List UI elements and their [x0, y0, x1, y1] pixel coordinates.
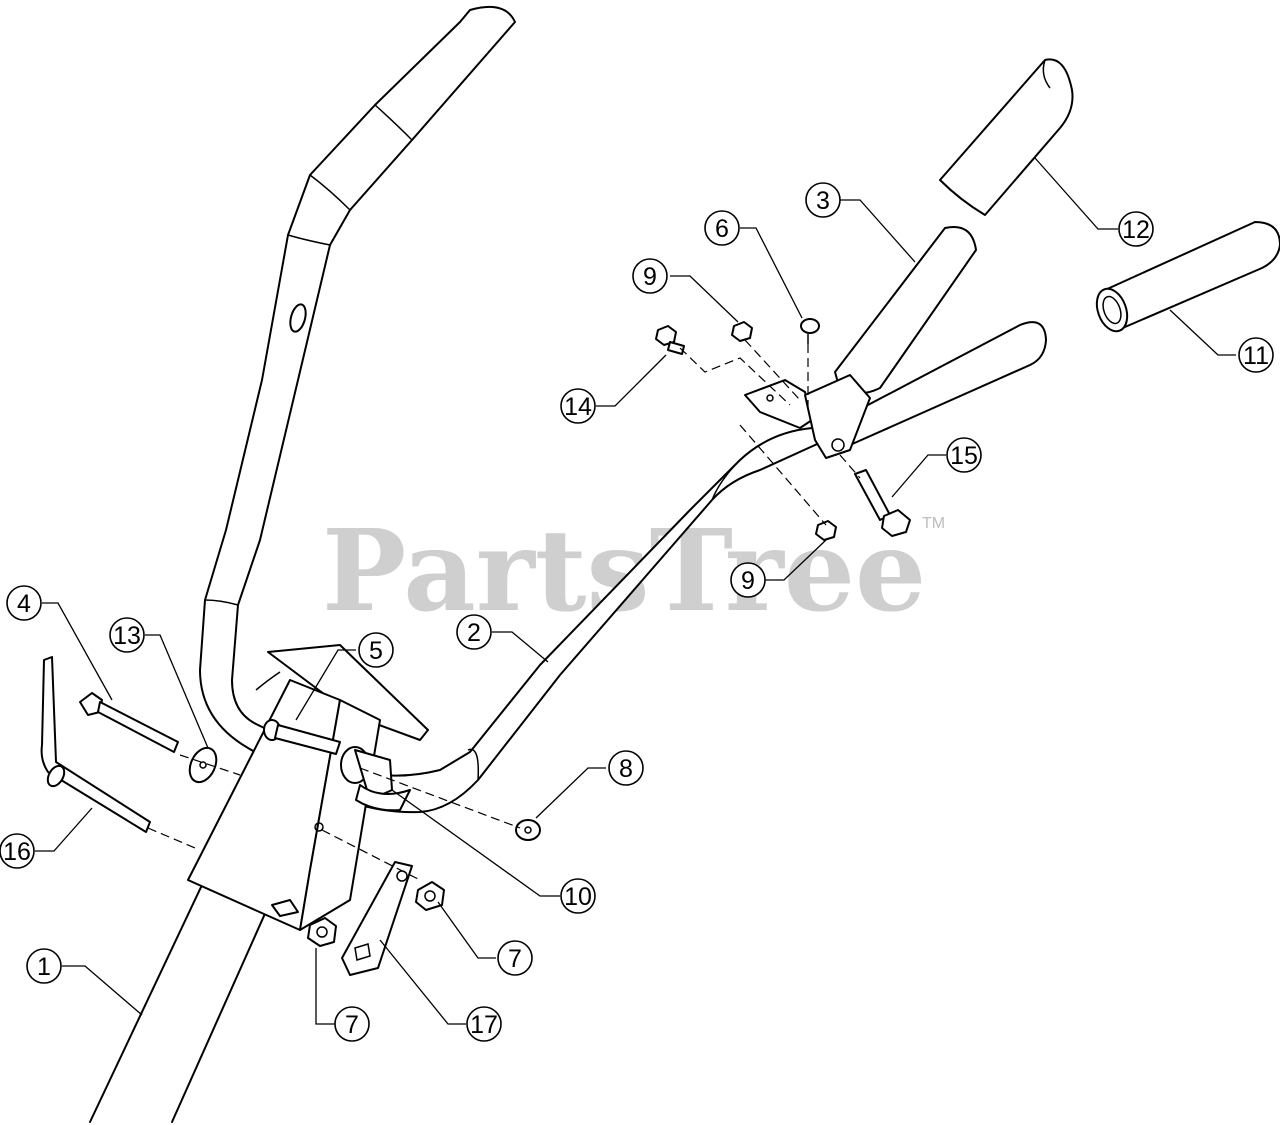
svg-text:10: 10 [564, 883, 592, 911]
callout-1: 1 [26, 948, 62, 984]
callout-17: 17 [466, 1006, 502, 1042]
part-9-nut-b [815, 520, 837, 541]
svg-text:1: 1 [37, 953, 51, 981]
callout-14: 14 [560, 388, 596, 424]
callout-16: 16 [0, 833, 35, 869]
part-6-screw [800, 318, 820, 344]
svg-text:9: 9 [741, 567, 755, 595]
svg-text:7: 7 [345, 1011, 359, 1039]
svg-text:13: 13 [113, 622, 141, 650]
part-13-washer [188, 746, 218, 784]
part-9-nut-a [731, 321, 753, 342]
handle-bracket [744, 374, 871, 459]
part-12-grip-pad [939, 58, 1074, 216]
svg-text:6: 6 [715, 215, 729, 243]
svg-text:5: 5 [369, 637, 383, 665]
callout-2: 2 [456, 614, 492, 650]
callout-10: 10 [560, 878, 596, 914]
callout-15: 15 [946, 437, 982, 473]
part-14-bolt [655, 325, 685, 355]
callout-12: 12 [1118, 211, 1154, 247]
watermark-trademark: TM [922, 515, 945, 532]
part-8-nut [515, 819, 541, 841]
callout-7-right: 7 [497, 940, 533, 976]
callout-3: 3 [805, 182, 841, 218]
callout-5: 5 [358, 632, 394, 668]
svg-text:17: 17 [470, 1011, 498, 1039]
callout-7-bottom: 7 [334, 1006, 370, 1042]
callout-6: 6 [704, 210, 740, 246]
svg-text:7: 7 [508, 945, 522, 973]
part-4-hex-bolt [79, 692, 179, 753]
callout-8: 8 [608, 750, 644, 786]
part-11-foam-grip [1095, 221, 1280, 333]
svg-text:12: 12 [1122, 216, 1150, 244]
svg-text:2: 2 [467, 619, 481, 647]
svg-text:9: 9 [643, 263, 657, 291]
svg-text:3: 3 [816, 187, 830, 215]
leader-lines [35, 157, 1236, 1025]
svg-text:16: 16 [3, 838, 31, 866]
assembly-lines [147, 339, 861, 881]
part-15-bolt [854, 469, 911, 537]
callout-4: 4 [6, 585, 42, 621]
svg-text:14: 14 [564, 393, 592, 421]
svg-text:11: 11 [1243, 342, 1269, 370]
callout-13: 13 [109, 617, 145, 653]
svg-text:8: 8 [619, 755, 633, 783]
part-5-bolt [263, 719, 341, 755]
svg-text:15: 15 [950, 442, 978, 470]
callout-9-bottom: 9 [730, 562, 766, 598]
part-7-nut-b [307, 917, 337, 947]
callout-11: 11 [1238, 337, 1274, 373]
part-7-nut-a [415, 881, 445, 911]
callouts: 1 2 3 4 5 6 7 7 [0, 182, 1274, 1042]
part-16-l-pin [40, 656, 151, 833]
svg-text:4: 4 [17, 590, 31, 618]
part-10-clamp [355, 784, 411, 812]
callout-9-top: 9 [632, 258, 668, 294]
